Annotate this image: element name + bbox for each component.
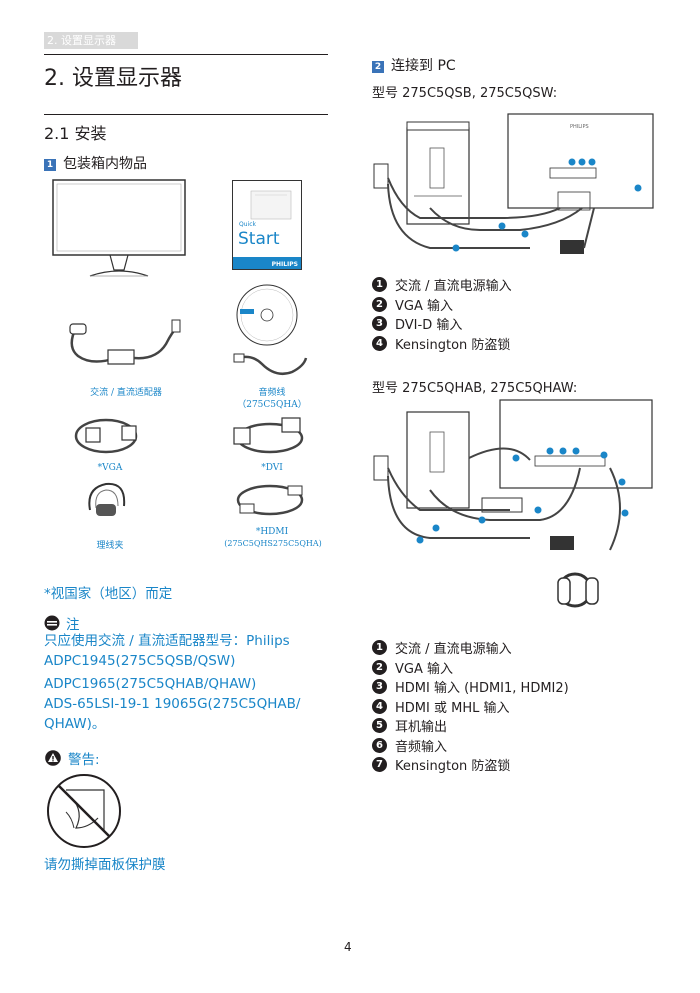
model-b-title: 型号 275C5QHAB, 275C5QHAW: bbox=[372, 381, 578, 396]
note-icon bbox=[44, 615, 60, 631]
clip-label: 理线夹 bbox=[96, 541, 124, 551]
connection-diagram-b bbox=[373, 399, 653, 608]
box-contents-heading: 1 包装箱内物品 bbox=[44, 153, 147, 173]
vga-cable-icon bbox=[74, 418, 138, 454]
no-peel-film-icon bbox=[47, 774, 121, 848]
audio-label-1: 音频线 bbox=[258, 388, 286, 398]
audio-label-2: （275C5QHA） bbox=[237, 400, 307, 410]
region-note: *视国家（地区）而定 bbox=[44, 586, 173, 602]
quick-start-guide: Quick Start PHILIPS bbox=[232, 180, 302, 270]
hdmi-label-2: (275C5QHS275C5QHA) bbox=[224, 539, 322, 548]
page-title: 2. 设置显示器 bbox=[44, 66, 182, 91]
warning-caption: 请勿撕掉面板保护膜 bbox=[44, 857, 166, 873]
monitor-illustration bbox=[52, 179, 186, 277]
cd-disc-icon bbox=[236, 284, 298, 346]
connection-diagram-a: PHILIPS bbox=[373, 113, 654, 254]
connect-title: 连接到 PC bbox=[391, 58, 456, 74]
hdmi-label-1: *HDMI bbox=[255, 527, 289, 537]
section-title: 2.1 安装 bbox=[44, 124, 107, 143]
cable-clip-icon bbox=[88, 482, 126, 516]
warning-heading: 警告: bbox=[44, 748, 100, 768]
step-badge: 2 bbox=[372, 61, 384, 73]
vga-label: *VGA bbox=[97, 463, 123, 473]
page-number: 4 bbox=[344, 940, 352, 954]
note-title: 注 bbox=[66, 617, 80, 633]
hdmi-cable-icon bbox=[236, 484, 304, 516]
dvi-label: *DVI bbox=[261, 463, 283, 473]
divider bbox=[44, 54, 328, 55]
warning-icon bbox=[45, 750, 61, 766]
adapter-label: 交流 / 直流适配器 bbox=[90, 388, 162, 398]
note-line: ADPC1945(275C5QSB/QSW) bbox=[44, 653, 236, 669]
diagram-brand: PHILIPS bbox=[570, 124, 589, 130]
note-heading: 注 bbox=[44, 613, 80, 633]
divider bbox=[44, 114, 328, 115]
step-badge: 1 bbox=[44, 159, 56, 171]
quick-start-small: Quick bbox=[239, 221, 256, 228]
note-line: ADPC1965(275C5QHAB/QHAW) bbox=[44, 676, 257, 692]
audio-cable-icon bbox=[233, 353, 308, 375]
note-line: ADS-65LSI-19-1 19065G(275C5QHAB/ bbox=[44, 696, 301, 712]
note-line: QHAW)。 bbox=[44, 716, 106, 732]
connect-heading: 2 连接到 PC bbox=[372, 55, 456, 75]
model-a-title: 型号 275C5QSB, 275C5QSW: bbox=[372, 86, 558, 101]
warning-title: 警告: bbox=[68, 752, 100, 768]
quick-start-brand: PHILIPS bbox=[271, 261, 298, 268]
note-line: 只应使用交流 / 直流适配器型号：Philips bbox=[44, 633, 290, 649]
dvi-cable-icon bbox=[233, 417, 304, 454]
quick-start-big: Start bbox=[238, 229, 280, 249]
box-contents-title: 包装箱内物品 bbox=[63, 156, 147, 172]
power-adapter-icon bbox=[69, 319, 181, 365]
chapter-tag: 2. 设置显示器 bbox=[44, 32, 138, 49]
